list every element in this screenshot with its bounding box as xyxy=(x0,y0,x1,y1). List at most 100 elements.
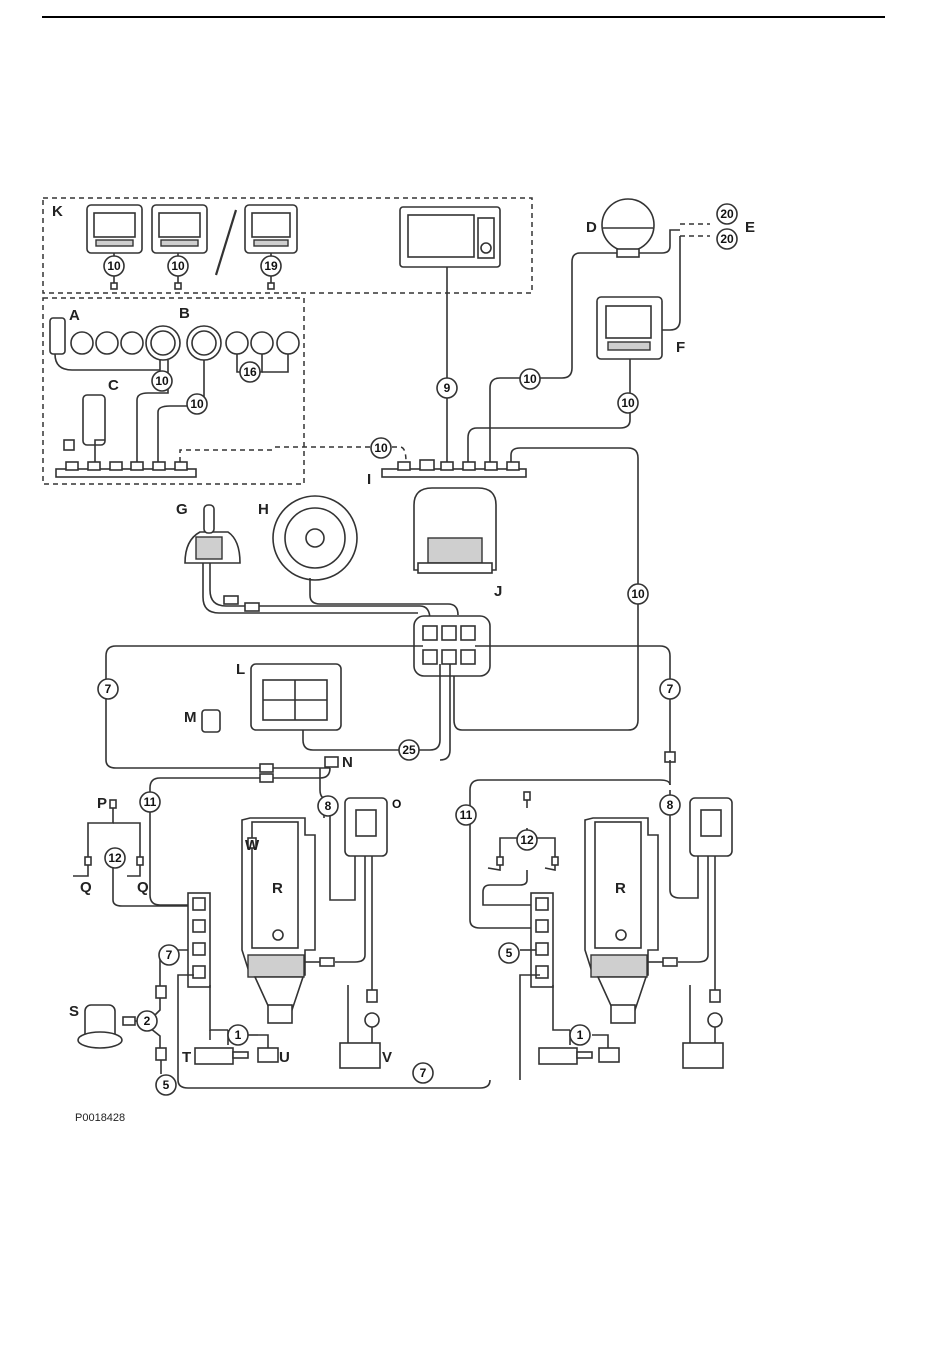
control-unit-o-right xyxy=(690,798,732,856)
callout-10-h: 10 xyxy=(628,584,648,604)
svg-text:7: 7 xyxy=(667,682,674,696)
callout-16: 16 xyxy=(240,362,260,382)
label-q-2: Q xyxy=(137,879,149,896)
callout-10-d: 10 xyxy=(187,394,207,414)
label-h: H xyxy=(258,501,269,518)
callout-10-e: 10 xyxy=(520,369,540,389)
callout-12-a: 12 xyxy=(105,848,125,868)
callout-5-b: 5 xyxy=(499,943,519,963)
svg-text:8: 8 xyxy=(667,798,674,812)
label-q-1: Q xyxy=(80,879,92,896)
sender-u-left xyxy=(258,1048,278,1062)
label-w: W xyxy=(245,837,260,854)
instrument-group-box xyxy=(43,298,304,484)
control-unit-o-left xyxy=(345,798,387,856)
callout-25: 25 xyxy=(399,740,419,760)
callout-20-a: 20 xyxy=(717,204,737,224)
connector-block-right xyxy=(531,893,553,987)
label-n: N xyxy=(342,754,353,771)
label-i: I xyxy=(367,471,371,488)
label-l: L xyxy=(236,661,245,678)
label-r-left: R xyxy=(272,880,283,897)
alternative-slash xyxy=(216,210,236,275)
display-unit-1 xyxy=(87,205,142,253)
svg-text:10: 10 xyxy=(190,397,204,411)
svg-text:10: 10 xyxy=(107,259,121,273)
svg-text:10: 10 xyxy=(155,374,169,388)
callout-9: 9 xyxy=(437,378,457,398)
battery-v-left xyxy=(340,1043,380,1068)
callout-1-b: 1 xyxy=(570,1025,590,1045)
svg-text:20: 20 xyxy=(720,232,734,246)
label-d: D xyxy=(586,219,597,236)
label-u: U xyxy=(279,1049,290,1066)
svg-text:12: 12 xyxy=(520,833,534,847)
svg-text:7: 7 xyxy=(105,682,112,696)
display-f xyxy=(597,297,662,359)
callout-7-d: 7 xyxy=(413,1063,433,1083)
svg-text:5: 5 xyxy=(163,1078,170,1092)
svg-text:11: 11 xyxy=(460,808,473,822)
sensor-s xyxy=(78,1005,122,1048)
label-p: P xyxy=(97,795,107,812)
gauges-left xyxy=(71,326,180,360)
svg-text:16: 16 xyxy=(243,365,257,379)
svg-text:10: 10 xyxy=(171,259,185,273)
callout-11-b: 11 xyxy=(456,805,476,825)
gps-antenna xyxy=(602,199,654,257)
label-o: O xyxy=(392,797,401,811)
bus-bar-i xyxy=(382,460,526,477)
control-lever-j xyxy=(414,488,496,573)
bus-bar-left xyxy=(56,462,196,477)
callout-7-a: 7 xyxy=(98,679,118,699)
callout-1-a: 1 xyxy=(228,1025,248,1045)
svg-text:7: 7 xyxy=(420,1066,427,1080)
label-e: E xyxy=(745,219,755,236)
voltmeter-sender xyxy=(50,318,65,354)
callout-11-a: 11 xyxy=(140,792,160,812)
label-t: T xyxy=(182,1049,191,1066)
label-r-right: R xyxy=(615,880,626,897)
multifunction-display xyxy=(400,207,500,267)
label-b: B xyxy=(179,305,190,322)
label-k: K xyxy=(52,203,63,220)
label-g: G xyxy=(176,501,188,518)
svg-text:10: 10 xyxy=(523,372,537,386)
module-c xyxy=(64,395,105,450)
label-a: A xyxy=(69,307,80,324)
svg-text:20: 20 xyxy=(720,207,734,221)
svg-text:12: 12 xyxy=(108,851,122,865)
display-unit-2 xyxy=(152,205,207,253)
callout-2: 2 xyxy=(137,1011,157,1031)
battery-v-right xyxy=(683,1043,723,1068)
label-j: J xyxy=(494,583,502,600)
svg-text:10: 10 xyxy=(374,441,388,455)
callout-10-f: 10 xyxy=(618,393,638,413)
engine-r-right xyxy=(585,818,658,1023)
figure-id: P0018428 xyxy=(75,1112,125,1124)
svg-text:1: 1 xyxy=(235,1028,242,1042)
callout-7-b: 7 xyxy=(660,679,680,699)
connector-n xyxy=(325,757,338,767)
tank-sender-t-left xyxy=(195,1048,233,1064)
svg-text:11: 11 xyxy=(144,795,157,809)
steering-wheel-h xyxy=(273,496,357,580)
svg-text:8: 8 xyxy=(325,799,332,813)
label-m: M xyxy=(184,709,197,726)
label-v: V xyxy=(382,1049,392,1066)
connector-block-left xyxy=(188,893,210,987)
callout-12-b: 12 xyxy=(517,830,537,850)
callout-10-a: 10 xyxy=(104,256,124,276)
callout-8-b: 8 xyxy=(660,795,680,815)
sensor-m xyxy=(202,710,220,732)
svg-text:10: 10 xyxy=(621,396,635,410)
svg-text:2: 2 xyxy=(144,1014,151,1028)
control-panel-l xyxy=(251,664,341,730)
sender-u-right xyxy=(599,1048,619,1062)
svg-text:7: 7 xyxy=(166,948,173,962)
label-s: S xyxy=(69,1003,79,1020)
callout-10-c: 10 xyxy=(152,371,172,391)
svg-text:19: 19 xyxy=(264,259,278,273)
callout-5-a: 5 xyxy=(156,1075,176,1095)
